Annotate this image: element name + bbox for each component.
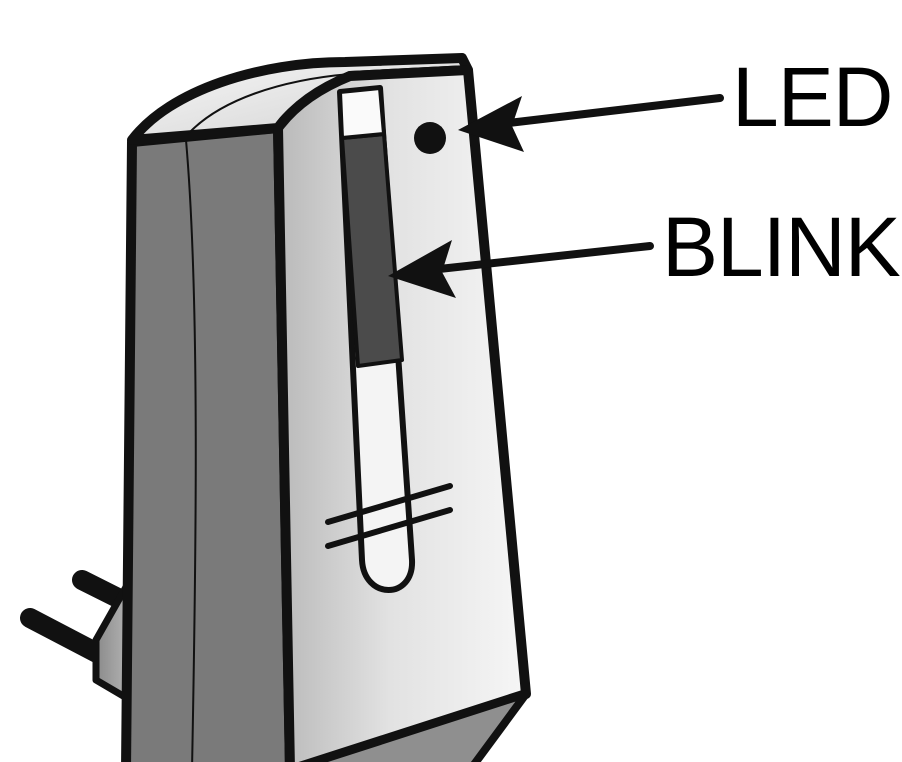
blink-label: BLINK bbox=[662, 200, 901, 294]
led-arrow bbox=[458, 96, 720, 152]
led-label: LED bbox=[732, 50, 892, 144]
led-dot-icon bbox=[414, 122, 446, 154]
plug-pins-icon bbox=[30, 580, 130, 700]
side-panel bbox=[126, 128, 290, 762]
